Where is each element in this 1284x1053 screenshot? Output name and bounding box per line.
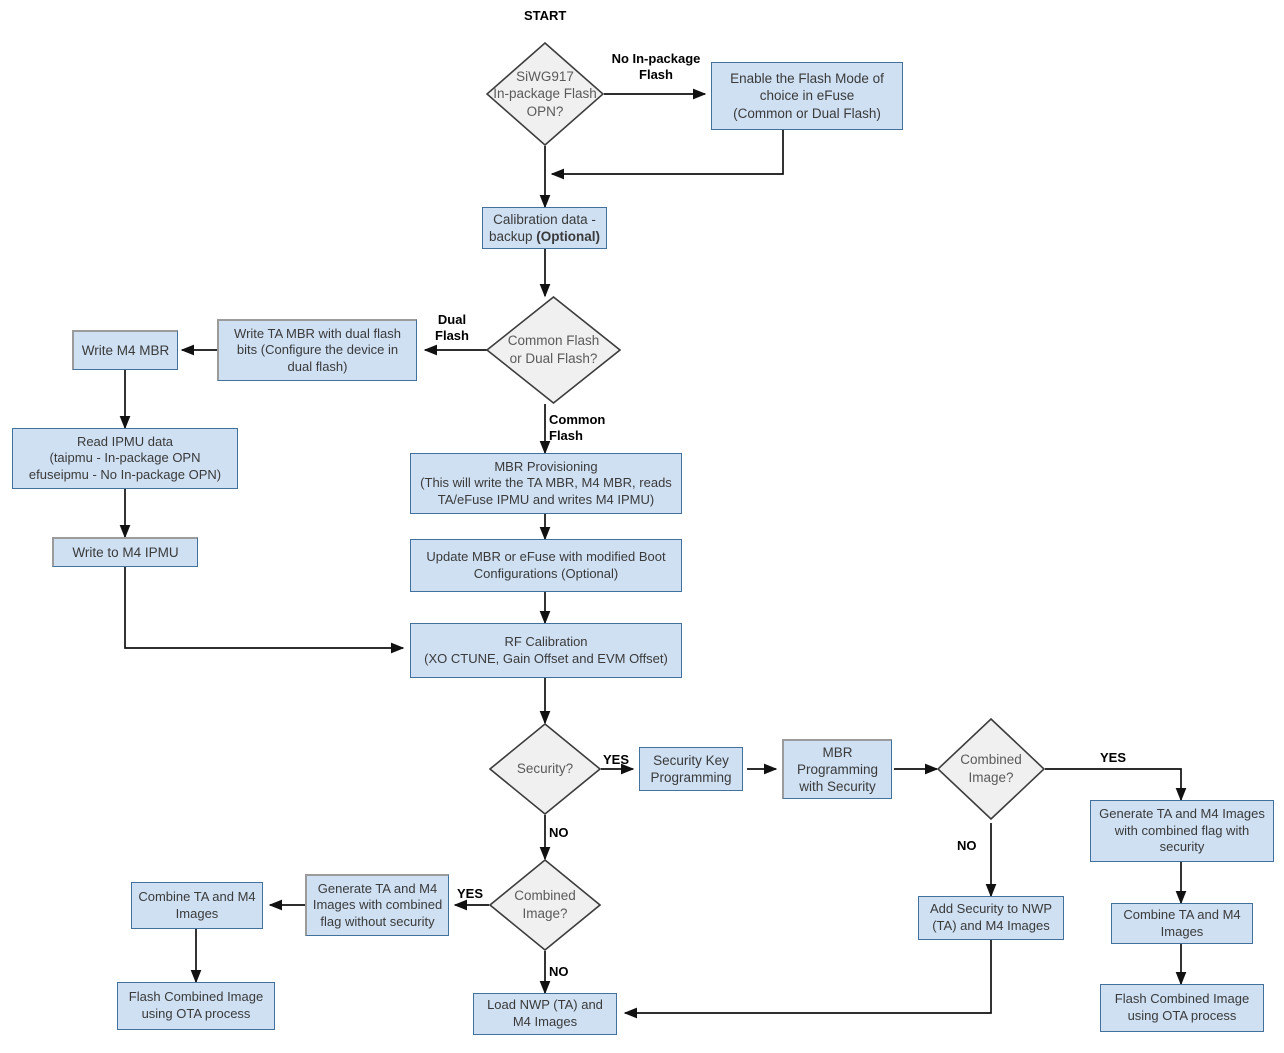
node-security-key-programming[interactable]: Security Key Programming: [639, 747, 743, 791]
node-generate-images-with-security[interactable]: Generate TA and M4 Images with combined …: [1090, 800, 1274, 862]
node-enable-flash-mode[interactable]: Enable the Flash Mode of choice in eFuse…: [711, 62, 903, 130]
start-label: START: [524, 8, 567, 23]
decision-common-or-dual-flash-label: Common Flash or Dual Flash?: [507, 333, 600, 366]
node-flash-combined-image-right[interactable]: Flash Combined Image using OTA process: [1100, 984, 1264, 1032]
edge-label-combined-secure-yes: YES: [1100, 750, 1127, 765]
node-write-ta-mbr-dual-flash[interactable]: Write TA MBR with dual flash bits (Confi…: [217, 319, 417, 381]
edge-label-common-flash: Common Flash: [549, 412, 606, 443]
diamond-shape: [488, 858, 602, 952]
node-generate-images-without-security[interactable]: Generate TA and M4 Images with combined …: [305, 874, 449, 936]
decision-combined-image-plain[interactable]: Combined Image?: [488, 858, 602, 952]
decision-common-or-dual-flash[interactable]: Common Flash or Dual Flash?: [485, 295, 622, 405]
node-rf-calibration[interactable]: RF Calibration (XO CTUNE, Gain Offset an…: [410, 623, 682, 678]
node-read-ipmu-data[interactable]: Read IPMU data (taipmu - In-package OPN …: [12, 428, 238, 489]
edge-label-security-yes: YES: [603, 752, 630, 767]
edge-label-dual-flash: Dual Flash: [435, 312, 469, 343]
edge-label-combined-secure-no: NO: [957, 838, 977, 853]
decision-combined-image-plain-label: Combined Image?: [514, 888, 576, 921]
decision-combined-image-secure-label: Combined Image?: [960, 752, 1022, 785]
node-flash-combined-image-left[interactable]: Flash Combined Image using OTA process: [117, 982, 275, 1030]
node-load-nwp-m4-images[interactable]: Load NWP (TA) and M4 Images: [473, 993, 617, 1035]
calibration-line1: Calibration data -: [493, 211, 596, 227]
decision-security[interactable]: Security?: [488, 722, 602, 816]
edge-label-combined-plain-yes: YES: [457, 886, 484, 901]
node-mbr-provisioning[interactable]: MBR Provisioning (This will write the TA…: [410, 453, 682, 514]
decision-inpackage-flash-opn[interactable]: SiWG917 In-package Flash OPN?: [485, 41, 605, 147]
node-write-m4-mbr[interactable]: Write M4 MBR: [72, 330, 178, 370]
node-combine-images-left[interactable]: Combine TA and M4 Images: [131, 882, 263, 929]
edge-label-combined-plain-no: NO: [549, 964, 569, 979]
decision-inpackage-flash-opn-label: SiWG917 In-package Flash OPN?: [493, 68, 597, 119]
node-calibration-backup[interactable]: Calibration data - backup (Optional): [482, 207, 607, 249]
node-add-security-to-nwp[interactable]: Add Security to NWP (TA) and M4 Images: [918, 896, 1064, 940]
calibration-optional: (Optional): [536, 229, 601, 244]
decision-security-label: Security?: [516, 761, 574, 777]
edge-label-security-no: NO: [549, 825, 569, 840]
node-update-mbr-efuse[interactable]: Update MBR or eFuse with modified Boot C…: [410, 539, 682, 592]
diamond-shape: [485, 41, 605, 147]
diamond-shape: [485, 295, 622, 405]
decision-combined-image-secure[interactable]: Combined Image?: [936, 717, 1046, 821]
node-write-to-m4-ipmu[interactable]: Write to M4 IPMU: [52, 537, 198, 567]
edge-label-no-inpackage-flash: No In-package Flash: [611, 51, 701, 82]
diamond-shape: [488, 722, 602, 816]
node-combine-images-right[interactable]: Combine TA and M4 Images: [1111, 903, 1253, 944]
diamond-shape: [936, 717, 1046, 821]
calibration-line2a: backup: [488, 229, 537, 244]
node-mbr-programming-with-security[interactable]: MBR Programming with Security: [782, 739, 892, 799]
